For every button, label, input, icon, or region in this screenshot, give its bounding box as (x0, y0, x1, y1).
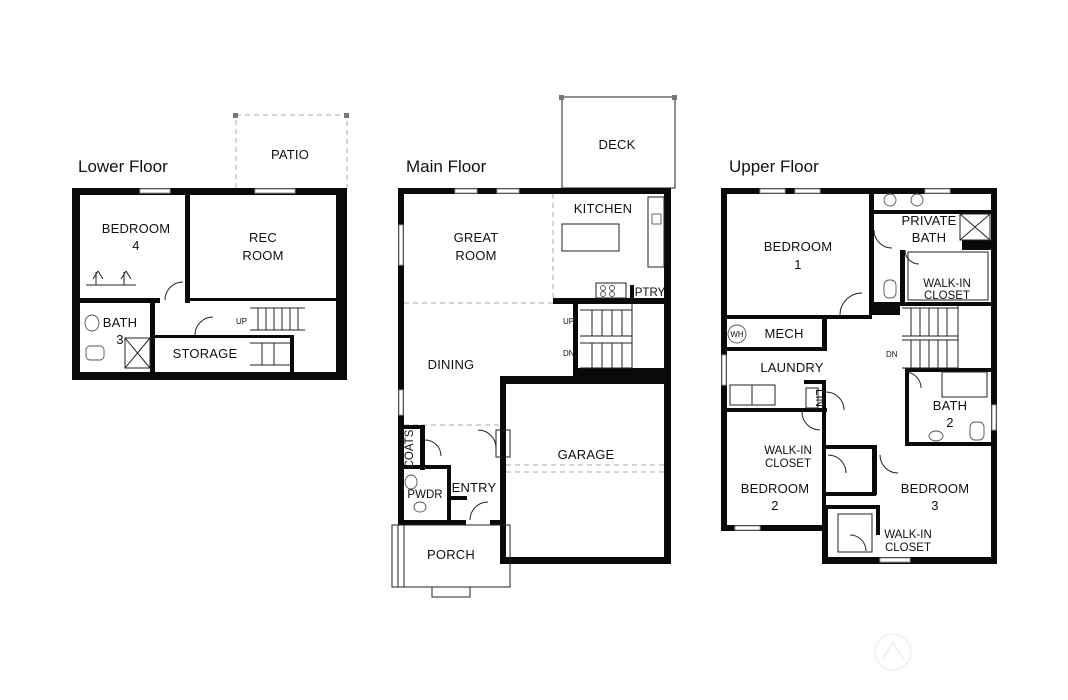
porch-label: PORCH (427, 547, 475, 562)
laundry-label: LAUNDRY (760, 360, 823, 375)
upper-fixtures (727, 193, 991, 553)
walkin-closet3-label-line1: WALK-IN (884, 529, 932, 541)
bedroom2-label-line1: BEDROOM (741, 481, 810, 496)
bedroom1-label-line2: 1 (794, 257, 801, 272)
main-interior-walls (400, 194, 665, 521)
lower-exterior-walls (72, 188, 347, 380)
main-exterior-walls (398, 188, 671, 564)
dining-label: DINING (428, 357, 475, 372)
walkin-closet1-label-line2: CLOSET (924, 290, 970, 302)
bath3-fixtures (84, 314, 151, 369)
upper-stairs: DN (886, 306, 959, 369)
lower-floor: Lower Floor (72, 113, 349, 380)
walkin-closet2-label-line2: CLOSET (765, 458, 811, 470)
rec-room-label-line2: ROOM (242, 248, 283, 263)
rec-room-label-line1: REC (249, 230, 277, 245)
coats-label: COATS (404, 429, 416, 468)
walkin-closet3-label-line2: CLOSET (885, 542, 931, 554)
walkin-closet2-label-line1: WALK-IN (764, 445, 812, 457)
porch (391, 524, 511, 598)
great-room-label-line2: ROOM (455, 248, 496, 263)
bedroom3-label-line1: BEDROOM (901, 481, 970, 496)
upper-floor: Upper Floor (721, 157, 997, 564)
main-floor: Main Floor (391, 95, 677, 598)
great-room-label-line1: GREAT (454, 230, 499, 245)
kitchen-label: KITCHEN (574, 201, 632, 216)
storage-label: STORAGE (173, 346, 238, 361)
powder-room-label: PWDR (407, 489, 442, 501)
patio-label: PATIO (271, 147, 309, 162)
linen-label: LIN (813, 389, 825, 407)
patio (233, 113, 349, 190)
main-floor-title: Main Floor (406, 157, 487, 176)
bedroom4-label-line1: BEDROOM (102, 221, 171, 236)
garage-label: GARAGE (558, 447, 615, 462)
upper-exterior-walls (721, 188, 997, 564)
entry-label: ENTRY (452, 480, 497, 495)
private-bath-label-line2: BATH (912, 230, 947, 245)
lower-stairs: UP (236, 307, 305, 366)
bedroom4-label-line2: 4 (132, 238, 139, 253)
bedroom3-label-line2: 3 (931, 498, 938, 513)
main-stairs-dn-label: DN (563, 349, 575, 358)
upper-stairs-dn-label: DN (886, 350, 898, 359)
main-stairs: UP DN (563, 304, 633, 369)
water-heater-label: WH (730, 330, 744, 339)
mech-label: MECH (764, 326, 803, 341)
upper-floor-title: Upper Floor (729, 157, 819, 176)
lower-interior-walls (80, 195, 336, 373)
lower-stairs-up-label: UP (236, 317, 247, 326)
deck-label: DECK (599, 137, 636, 152)
upper-interior-walls (727, 194, 991, 535)
main-stairs-up-label: UP (563, 317, 574, 326)
bath2-label-line1: BATH (933, 398, 968, 413)
pantry-label: PTRY (635, 287, 666, 299)
bath2-label-line2: 2 (946, 415, 953, 430)
bath3-label-line1: BATH (103, 315, 138, 330)
watermark-logo-icon (874, 633, 912, 671)
bath3-label-line2: 3 (116, 332, 123, 347)
lower-floor-title: Lower Floor (78, 157, 168, 176)
walkin-closet1-label-line1: WALK-IN (923, 278, 971, 290)
bedroom1-label-line1: BEDROOM (764, 239, 833, 254)
bedroom2-label-line2: 2 (771, 498, 778, 513)
private-bath-label-line1: PRIVATE (901, 213, 956, 228)
